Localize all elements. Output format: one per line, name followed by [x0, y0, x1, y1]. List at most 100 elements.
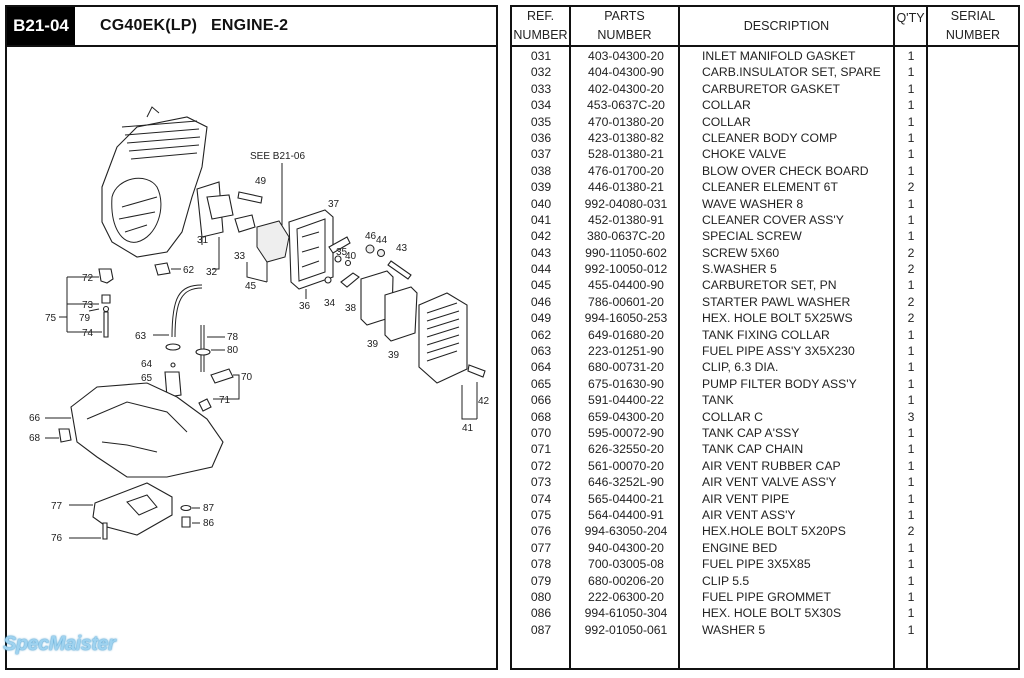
part-number-cell: 476-01700-20 [588, 163, 664, 178]
description-cell: FUEL PIPE GROMMET [702, 589, 831, 604]
ref-number-cell: 072 [530, 458, 552, 473]
ref-number-cell: 064 [530, 360, 552, 375]
ref-number-cell: 035 [530, 114, 552, 129]
callout-label: 40 [345, 251, 357, 262]
quantity-cell: 1 [907, 622, 915, 637]
quantity-cell: 1 [907, 442, 915, 457]
callout-label: 68 [29, 433, 41, 444]
header-ref-number: REF. NUMBER [512, 7, 569, 45]
callout-label: 39 [388, 350, 400, 361]
ref-number-cell: 075 [530, 507, 552, 522]
ref-number-cell: 045 [530, 278, 552, 293]
ref-number-cell: 044 [530, 262, 552, 277]
quantity-cell: 1 [907, 507, 915, 522]
part-number-cell: 992-01050-061 [584, 622, 668, 637]
description-cell: ENGINE BED [702, 540, 778, 555]
header-serial-line1: SERIAL [950, 9, 996, 23]
callout-label: 71 [219, 395, 231, 406]
part-number-cell: 561-00070-20 [588, 458, 664, 473]
part-number-cell: 646-3252L-90 [588, 475, 664, 490]
part-number-cell: 649-01680-20 [588, 327, 664, 342]
ref-number-cell: 076 [530, 524, 552, 539]
quantity-cell: 1 [907, 589, 915, 604]
air-vent-assembly [59, 268, 114, 338]
part-number-cell: 453-0637C-20 [587, 98, 665, 113]
ref-number-cell: 074 [530, 491, 552, 506]
table-row: 038 476-01700-20 BLOW OVER CHECK BOARD 1 [512, 163, 1018, 179]
header-divider [512, 45, 1018, 47]
callout-label: 35 [336, 247, 348, 258]
diagram-panel: B21-04 CG40EK(LP) ENGINE-2 SEE B21-06 31 [5, 5, 498, 670]
part-number-cell: 786-00601-20 [588, 294, 664, 309]
fuel-tank-drawing [70, 382, 224, 478]
part-number-cell: 675-01630-90 [588, 376, 664, 391]
description-cell: S.WASHER 5 [702, 262, 777, 277]
quantity-cell: 1 [907, 147, 915, 162]
ref-number-cell: 077 [530, 540, 552, 555]
ref-number-cell: 034 [530, 98, 552, 113]
quantity-cell: 2 [907, 180, 915, 195]
parts-diagram-svg: SEE B21-06 31 32 49 33 45 [29, 106, 490, 544]
quantity-cell: 1 [907, 458, 915, 473]
part-number-cell: 591-04400-22 [588, 393, 664, 408]
ref-number-cell: 070 [530, 425, 552, 440]
description-cell: AIR VENT PIPE [702, 491, 790, 506]
ref-number-cell: 071 [530, 442, 552, 457]
parts-table: REF. NUMBER PARTS NUMBER DESCRIPTION Q'T… [510, 5, 1020, 670]
callout-label: 41 [462, 423, 474, 434]
quantity-cell: 1 [907, 212, 915, 227]
part-number-cell: 403-04300-20 [588, 49, 664, 63]
column-divider [893, 7, 895, 668]
part-number-cell: 595-00072-90 [588, 425, 664, 440]
ref-number-cell: 038 [530, 163, 552, 178]
ref-number-cell: 046 [530, 294, 552, 309]
callout-label: 72 [82, 273, 94, 284]
part-number-cell: 528-01380-21 [588, 147, 664, 162]
callout-label: 32 [206, 267, 218, 278]
description-cell: TANK [702, 393, 734, 408]
description-cell: CLIP 5.5 [702, 573, 750, 588]
ref-number-cell: 042 [530, 229, 552, 244]
callout-label: 77 [51, 501, 63, 512]
callout-label: 78 [227, 332, 239, 343]
part-number-cell: 680-00206-20 [588, 573, 664, 588]
description-cell: COLLAR [702, 98, 751, 113]
part-number-cell: 565-04400-21 [588, 491, 664, 506]
quantity-cell: 1 [907, 163, 915, 178]
quantity-cell: 2 [907, 294, 915, 309]
description-cell: BLOW OVER CHECK BOARD [702, 163, 869, 178]
callout-label: 86 [203, 518, 215, 529]
part-number-cell: 564-04400-91 [588, 507, 664, 522]
quantity-cell: 1 [907, 98, 915, 113]
ref-number-cell: 032 [530, 65, 552, 80]
ref-number-cell: 068 [530, 409, 552, 424]
part-number-cell: 994-63050-204 [584, 524, 668, 539]
engine-block-drawing [101, 106, 208, 258]
part-number-cell: 680-00731-20 [588, 360, 664, 375]
callout-label: 42 [478, 396, 490, 407]
quantity-cell: 1 [907, 229, 915, 244]
description-cell: CHOKE VALVE [702, 147, 787, 162]
ref-number-cell: 079 [530, 573, 552, 588]
ref-number-cell: 062 [530, 327, 552, 342]
header-serial-number: SERIAL NUMBER [928, 7, 1018, 45]
ref-number-cell: 073 [530, 475, 552, 490]
